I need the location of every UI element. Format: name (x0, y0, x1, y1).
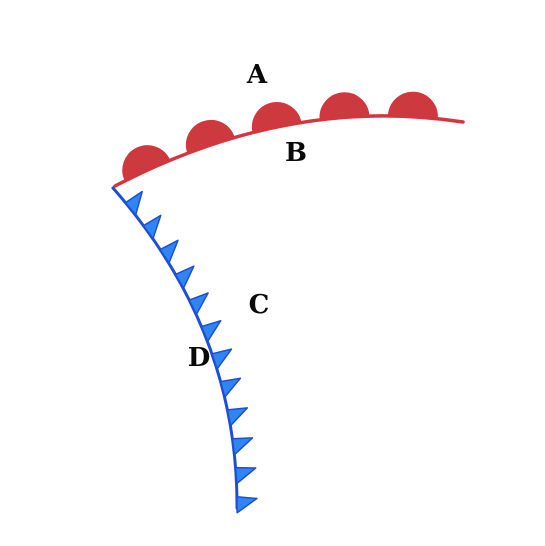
label-a: A (246, 60, 268, 90)
cold-front (111, 186, 258, 514)
cold-front-triangle (226, 407, 249, 427)
label-d: D (188, 343, 211, 373)
cold-front-triangle (124, 190, 143, 216)
cold-front-triangle (159, 239, 179, 264)
cold-front-triangle (142, 214, 162, 240)
cold-front-triangle (231, 437, 254, 456)
label-c: C (249, 290, 270, 320)
cold-front-triangle (188, 292, 209, 316)
cold-front-triangle (219, 377, 242, 398)
warm-front (113, 91, 465, 188)
cold-front-line (111, 186, 239, 510)
warm-front-semicircle (185, 119, 235, 154)
cold-front-triangle (200, 319, 222, 343)
cold-front-triangles (124, 190, 258, 514)
warm-front-semicircle (122, 145, 171, 182)
warm-front-semicircle (319, 92, 370, 121)
warm-front-semicircle (387, 91, 438, 120)
cold-front-triangle (174, 265, 195, 290)
cold-front-triangle (236, 496, 258, 514)
warm-front-semicircle (251, 102, 302, 134)
label-b: B (285, 138, 307, 168)
cold-front-triangle (211, 348, 233, 370)
warm-front-semicircles (122, 91, 438, 182)
cold-front-triangle (234, 466, 257, 485)
